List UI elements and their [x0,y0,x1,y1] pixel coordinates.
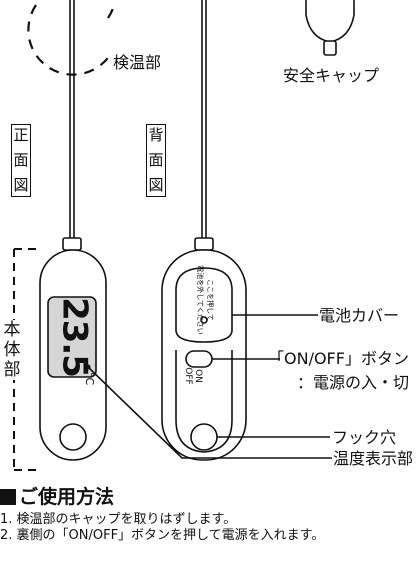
on-off-button [185,350,213,368]
label-on-off-desc: ：電源の入・切 [297,373,409,392]
switch-off-label: OFF [183,367,193,384]
front-probe [69,0,75,240]
label-battery-cover: 電池カバー [319,306,399,325]
back-view-char-2: 面 [148,151,164,169]
back-thermometer [161,0,247,461]
square-bullet-icon [0,489,16,505]
front-view-char-3: 図 [13,176,29,194]
thermometer-diagram: 23.5 °C ここを押して 電池を外してください ON OFF 検温部 安全キ… [13,0,413,471]
battery-cover [175,267,233,343]
front-hook-hole [59,423,87,451]
front-view-char-2: 面 [13,151,29,169]
safety-cap-neck [323,40,337,56]
back-text-line1: ここを押して [206,279,215,321]
main-body-char-1: 本 [3,320,21,340]
back-view-char-1: 背 [148,126,164,144]
switch-on-label: ON [193,369,203,383]
usage-title-row: ご使用方法 [0,485,419,509]
front-view-label: 正 面 図 [11,124,31,197]
usage-step-1: 1. 検温部のキャップを取りはずします。 [0,512,237,527]
front-collar [62,237,82,251]
safety-cap [305,0,355,56]
front-screen [47,296,97,378]
display-unit: °C [83,372,96,386]
back-lower-panel [175,350,233,453]
label-safety-cap: 安全キャップ [283,66,379,85]
display-digits: 23.5 [55,297,95,377]
main-body-char-2: 体 [3,340,21,360]
main-body-char-3: 部 [3,360,21,380]
label-hook-hole: フック穴 [332,428,396,447]
probe-tip-highlight [27,4,116,76]
display-leader [87,366,332,459]
usage-step-2: 2. 裏側の「ON/OFF」ボタンを押して電源を入れます。 [0,528,325,543]
main-body-label: 本 体 部 [2,320,22,380]
label-display: 温度表示部 [333,449,413,468]
leader-lines [87,314,332,459]
back-hook-hole [190,423,218,451]
display-leader-dot [85,364,91,370]
back-text-line2: 電池を外してください [196,265,205,335]
usage-section: ご使用方法 1. 検温部のキャップを取りはずします。 2. 裏側の「ON/OFF… [0,485,419,544]
battery-cover-mark [200,316,208,324]
label-on-off-button: 「ON/OFF」ボタン [268,349,409,368]
back-probe [201,0,207,240]
front-view-char-1: 正 [13,126,29,144]
back-collar [194,237,214,251]
back-view-char-3: 図 [148,176,164,194]
usage-title: ご使用方法 [19,486,115,508]
label-probe-tip: 検温部 [113,53,161,72]
back-view-label: 背 面 図 [146,124,166,197]
front-thermometer [39,0,107,461]
safety-cap-dome [305,0,355,43]
main-body-bracket [13,248,36,471]
